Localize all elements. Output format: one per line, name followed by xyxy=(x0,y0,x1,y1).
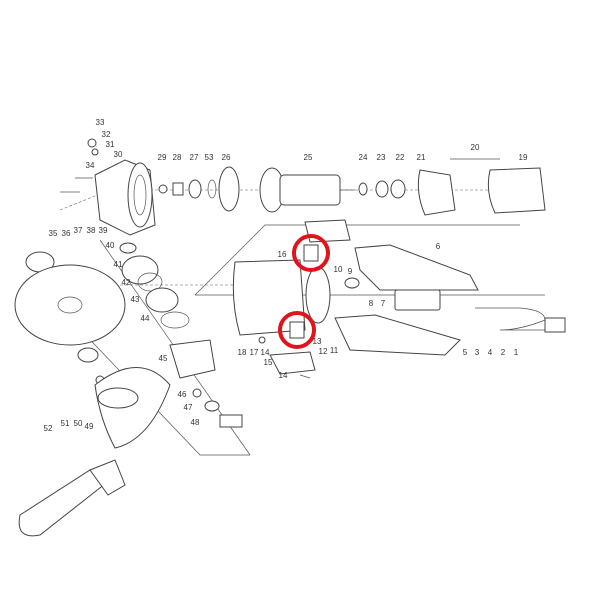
part-label-8: 8 xyxy=(369,299,374,308)
part-label-45: 45 xyxy=(159,354,168,363)
part-label-30: 30 xyxy=(114,150,123,159)
part-label-14: 14 xyxy=(261,348,270,357)
part-label-35: 35 xyxy=(49,229,58,238)
part-label-41: 41 xyxy=(114,260,123,269)
motor-housing-and-handle xyxy=(232,219,566,379)
part-label-42: 42 xyxy=(122,278,131,287)
part-label-24: 24 xyxy=(359,153,368,162)
part-label-1: 1 xyxy=(514,348,519,357)
part-label-23: 23 xyxy=(377,153,386,162)
part-label-19: 19 xyxy=(519,153,528,162)
spindle-parts xyxy=(119,242,243,428)
part-label-17: 17 xyxy=(250,348,259,357)
switch-part-10 xyxy=(303,244,319,262)
part-label-34: 34 xyxy=(86,161,95,170)
part-label-31: 31 xyxy=(106,140,115,149)
part-label-2: 2 xyxy=(501,348,506,357)
part-label-15: 15 xyxy=(264,358,273,367)
part-label-14: 14 xyxy=(279,371,288,380)
part-label-25: 25 xyxy=(304,153,313,162)
part-13-switch-component xyxy=(278,311,316,349)
part-label-7: 7 xyxy=(381,299,386,308)
part-label-53: 53 xyxy=(205,153,214,162)
part-label-9: 9 xyxy=(348,267,353,276)
part-label-3: 3 xyxy=(475,348,480,357)
part-label-39: 39 xyxy=(99,226,108,235)
part-label-18: 18 xyxy=(238,348,247,357)
part-label-10: 10 xyxy=(334,265,343,274)
part-label-52: 52 xyxy=(44,424,53,433)
gear-head-housing xyxy=(60,138,156,236)
part-label-48: 48 xyxy=(191,418,200,427)
part-10-switch-component xyxy=(292,234,330,272)
part-label-36: 36 xyxy=(62,229,71,238)
part-label-6: 6 xyxy=(436,242,441,251)
part-label-26: 26 xyxy=(222,153,231,162)
part-label-44: 44 xyxy=(141,314,150,323)
switch-part-13 xyxy=(289,321,305,339)
part-label-51: 51 xyxy=(61,419,70,428)
part-label-20: 20 xyxy=(471,143,480,152)
part-label-40: 40 xyxy=(106,241,115,250)
part-label-33: 33 xyxy=(96,118,105,127)
part-label-38: 38 xyxy=(87,226,96,235)
part-label-46: 46 xyxy=(178,390,187,399)
part-label-50: 50 xyxy=(74,419,83,428)
part-label-16: 16 xyxy=(278,250,287,259)
part-label-13: 13 xyxy=(313,337,322,346)
part-label-27: 27 xyxy=(190,153,199,162)
disc-and-guard xyxy=(14,251,171,537)
part-label-29: 29 xyxy=(158,153,167,162)
part-label-22: 22 xyxy=(396,153,405,162)
part-label-37: 37 xyxy=(74,226,83,235)
part-label-49: 49 xyxy=(85,422,94,431)
part-label-12: 12 xyxy=(319,347,328,356)
part-label-47: 47 xyxy=(184,403,193,412)
part-label-4: 4 xyxy=(488,348,493,357)
armature-parts xyxy=(158,158,546,216)
part-label-11: 11 xyxy=(330,346,339,355)
part-label-5: 5 xyxy=(463,348,468,357)
part-label-43: 43 xyxy=(131,295,140,304)
part-label-28: 28 xyxy=(173,153,182,162)
part-label-21: 21 xyxy=(417,153,426,162)
part-label-32: 32 xyxy=(102,130,111,139)
